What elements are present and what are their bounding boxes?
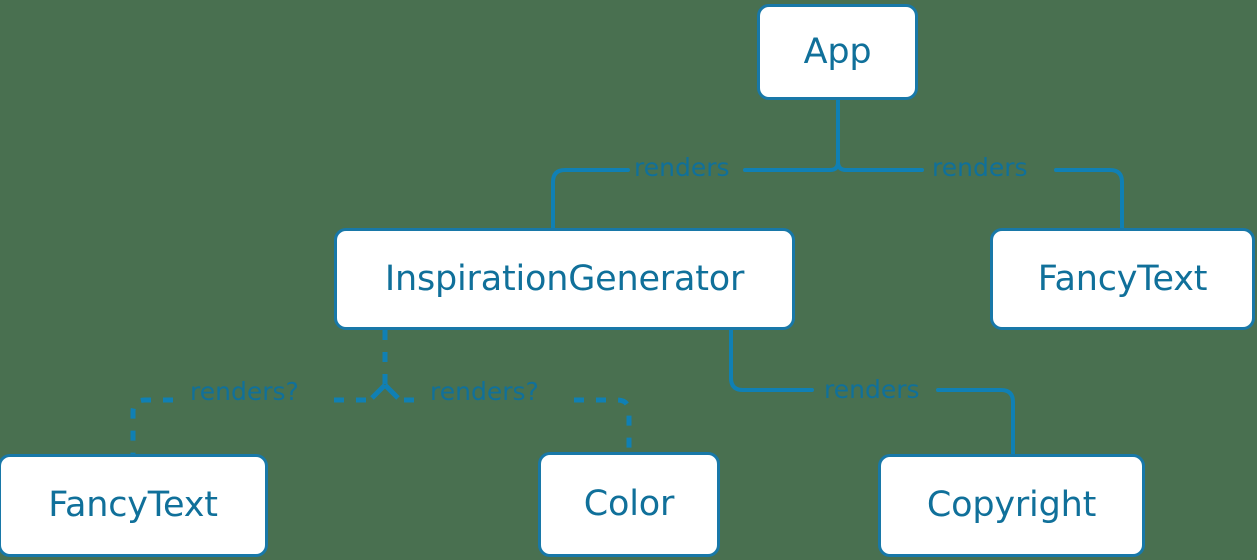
node-color-label: Color <box>583 484 675 524</box>
node-fancytext-top-label: FancyText <box>1037 258 1208 299</box>
edge-inspgen-dashed-split-right <box>383 383 400 400</box>
edge-label-inspiration-generator-color: renders? <box>430 377 539 406</box>
node-fancytext-top[interactable]: FancyText <box>990 228 1255 330</box>
edge-label-inspiration-generator-fancytext: renders? <box>190 377 299 406</box>
edge-inspgen-copyright-left <box>729 328 814 392</box>
edge-label-inspiration-generator-copyright: renders <box>824 375 920 404</box>
node-fancytext-bottom-label: FancyText <box>48 485 218 525</box>
edge-app-fancytext-right <box>1054 168 1124 230</box>
node-app-label: App <box>803 31 872 72</box>
node-copyright-label: Copyright <box>926 485 1097 525</box>
edge-inspgen-dashed-split-left <box>370 383 387 400</box>
node-inspiration-generator[interactable]: InspirationGenerator <box>334 228 795 330</box>
node-app[interactable]: App <box>757 4 918 100</box>
node-inspiration-generator-label: InspirationGenerator <box>384 258 745 299</box>
edge-label-app-inspiration-generator: renders <box>634 153 730 182</box>
node-copyright[interactable]: Copyright <box>878 454 1145 557</box>
edge-app-stem <box>828 98 840 172</box>
edge-inspgen-fancytext2-outer <box>130 397 173 454</box>
edge-label-app-fancytext: renders <box>932 153 1028 182</box>
edge-app-inspgen-left <box>551 168 630 230</box>
edge-inspgen-copyright-right <box>936 388 1015 456</box>
node-color[interactable]: Color <box>538 452 720 557</box>
edge-inspgen-color-outer <box>574 397 632 452</box>
node-fancytext-bottom[interactable]: FancyText <box>0 454 268 557</box>
